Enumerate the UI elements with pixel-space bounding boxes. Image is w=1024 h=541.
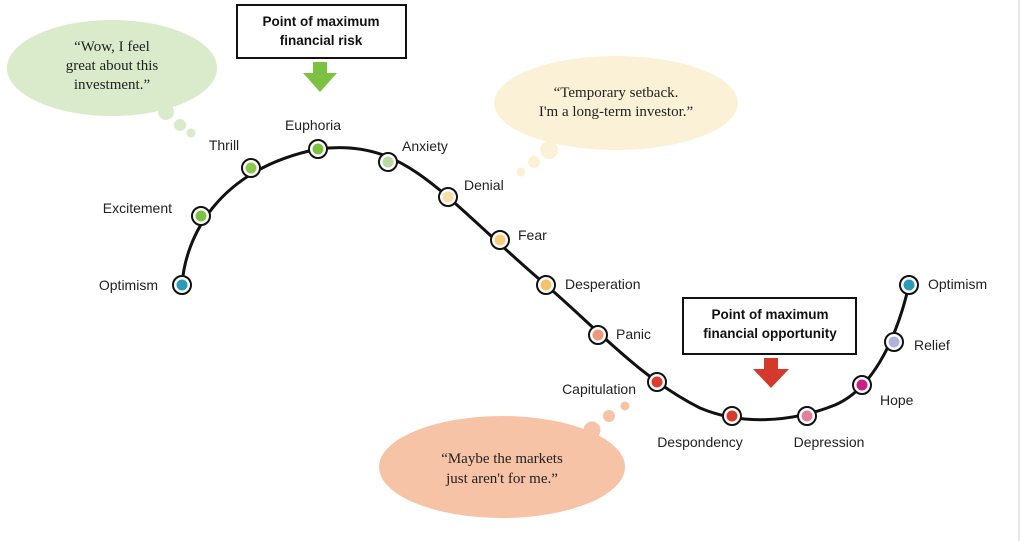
bubble-salmon-body xyxy=(379,416,625,518)
bubble-yellow-trail-3 xyxy=(516,167,526,177)
bubble-salmon-line-2: just aren't for me.” xyxy=(445,471,558,487)
bubble-green-line-2: great about this xyxy=(66,58,159,74)
stage-dot xyxy=(176,279,188,291)
bubble-salmon-line-1: “Maybe the markets xyxy=(441,451,563,467)
stage-marker: Capitulation xyxy=(562,372,667,397)
thought-bubble-capitulation: “Maybe the markets just aren't for me.” xyxy=(379,401,630,518)
stage-dot xyxy=(903,279,915,291)
bubble-salmon-trail-3 xyxy=(620,401,630,411)
bubble-yellow-line-2: I'm a long-term investor.” xyxy=(539,104,693,120)
stage-dot xyxy=(245,162,257,174)
max-opportunity-callout: Point of maximum financial opportunity xyxy=(682,297,857,388)
stage-label: Euphoria xyxy=(285,117,341,133)
stage-dot xyxy=(801,410,813,422)
stage-marker: Panic xyxy=(588,325,651,345)
stage-marker: Hope xyxy=(852,375,914,408)
bubble-salmon-trail-2 xyxy=(603,410,615,422)
stage-marker: Anxiety xyxy=(378,138,448,172)
stage-label: Hope xyxy=(880,392,914,408)
down-arrow-icon xyxy=(753,358,789,388)
stage-label: Depression xyxy=(794,434,865,450)
stage-dot xyxy=(592,329,604,341)
stage-dot xyxy=(726,410,738,422)
stage-marker: Thrill xyxy=(209,137,261,178)
bubble-green-line-1: “Wow, I feel xyxy=(74,39,150,55)
stage-marker: Optimism xyxy=(899,275,987,295)
thought-bubble-denial: “Temporary setback. I'm a long-term inve… xyxy=(494,56,738,177)
bubble-yellow-body xyxy=(494,56,738,150)
bubble-green-line-3: investment.” xyxy=(74,77,150,93)
stage-marker: Euphoria xyxy=(285,117,341,159)
stage-label: Despondency xyxy=(657,434,743,450)
stage-label: Denial xyxy=(464,177,504,193)
bubble-green-trail-2 xyxy=(174,119,186,131)
down-arrow-icon xyxy=(303,62,337,92)
max-opportunity-line-1: Point of maximum xyxy=(711,307,828,322)
max-risk-line-2: financial risk xyxy=(280,33,363,48)
bubble-green-body xyxy=(7,20,217,116)
stage-dot xyxy=(888,336,900,348)
max-risk-line-1: Point of maximum xyxy=(262,14,379,29)
stage-label: Excitement xyxy=(103,200,172,216)
stage-label: Relief xyxy=(914,337,950,353)
max-opportunity-line-2: financial opportunity xyxy=(703,326,837,341)
stage-dot xyxy=(382,156,394,168)
stage-dot xyxy=(312,143,324,155)
stage-dot xyxy=(442,191,454,203)
stage-label: Desperation xyxy=(565,276,641,292)
stage-marker: Despondency xyxy=(657,406,743,450)
max-risk-callout: Point of maximum financial risk xyxy=(236,4,407,92)
stage-marker: Relief xyxy=(884,332,950,353)
stage-marker: Depression xyxy=(794,406,865,450)
bubble-green-trail-1 xyxy=(158,104,174,120)
stage-marker: Desperation xyxy=(536,275,641,295)
bubble-green-trail-3 xyxy=(186,128,196,138)
max-opportunity-box xyxy=(682,297,857,355)
stage-dot xyxy=(195,210,207,222)
stage-dot xyxy=(540,279,552,291)
stage-marker: Optimism xyxy=(99,275,192,295)
stage-label: Optimism xyxy=(928,276,987,292)
stage-label: Fear xyxy=(518,227,547,243)
stage-dot xyxy=(856,379,868,391)
stage-marker: Denial xyxy=(438,177,504,207)
bubble-yellow-line-1: “Temporary setback. xyxy=(554,85,679,101)
thought-bubble-euphoria: “Wow, I feel great about this investment… xyxy=(7,20,217,138)
stage-dot xyxy=(494,234,506,246)
stage-label: Capitulation xyxy=(562,381,636,397)
stage-label: Anxiety xyxy=(402,138,448,154)
stage-label: Thrill xyxy=(209,137,239,153)
stage-label: Optimism xyxy=(99,277,158,293)
bubble-yellow-trail-2 xyxy=(528,156,540,168)
bubble-yellow-trail-1 xyxy=(540,141,558,159)
max-risk-box xyxy=(236,4,407,59)
bubble-salmon-trail-1 xyxy=(583,421,601,439)
stage-marker: Fear xyxy=(490,227,547,250)
stage-dot xyxy=(651,376,663,388)
stage-label: Panic xyxy=(616,326,651,342)
stage-markers: Optimism Excitement Thrill Euphoria Anxi… xyxy=(99,117,987,450)
stage-marker: Excitement xyxy=(103,200,211,226)
